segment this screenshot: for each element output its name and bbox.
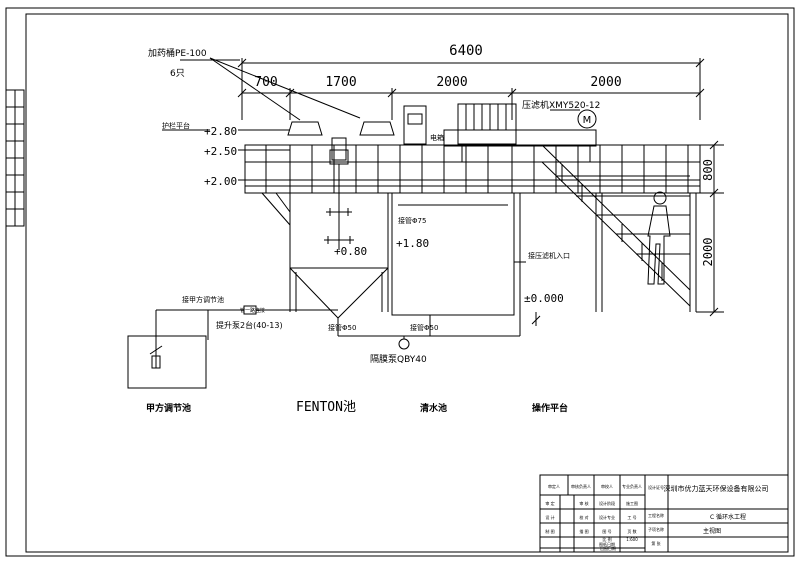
leader-lines	[162, 57, 580, 181]
label-electric-box: 电箱	[430, 133, 444, 142]
tb-sheet-no: 第 张	[651, 540, 660, 546]
section-tank-a: 甲方调节池	[146, 402, 191, 414]
piping	[155, 205, 541, 350]
filter-press	[443, 103, 597, 162]
label-diaphragm-pump: 隔膜泵QBY40	[370, 354, 427, 365]
tb-r4c2: 描 图	[579, 528, 588, 534]
regulating-tank	[127, 335, 207, 389]
tb-r2c2: 审 核	[579, 500, 588, 506]
tb-r4c1: 制 图	[545, 528, 554, 534]
electric-box	[403, 105, 427, 145]
elev-180: +1.80	[396, 237, 429, 250]
tb-side2: 子项名称	[648, 526, 664, 532]
label-motor: M	[583, 115, 592, 126]
section-fenton: FENTON池	[296, 400, 356, 415]
tb-r1c2: 审核负责人	[571, 483, 591, 489]
tb-date-label: 出图日期	[600, 545, 616, 551]
tb-r3c1: 设 计	[545, 514, 554, 520]
inner-frame	[25, 13, 789, 553]
elev-250: +2.50	[204, 145, 237, 158]
tb-project: C 循环水工程	[710, 513, 746, 521]
agitator	[324, 137, 354, 250]
tb-r4c4: 页 数	[627, 528, 636, 534]
label-pipe-75: 接管Φ75	[398, 216, 426, 225]
label-lift-pump-connect: 接甲方调节池	[182, 295, 224, 304]
tb-r1c1: 审定人	[548, 483, 560, 489]
dim-seg3: 2000	[436, 75, 467, 90]
outer-border	[5, 7, 795, 557]
label-dosing-tank: 加药桶PE-100	[148, 47, 207, 59]
tb-stage-label: 设计阶段	[599, 500, 615, 506]
tb-r1c3: 审校人	[601, 483, 613, 489]
clear-water-tank	[391, 192, 515, 316]
title-block-grid	[539, 474, 789, 553]
dim-height-upper: 800	[701, 159, 715, 181]
tb-side1: 工程名称	[648, 512, 664, 518]
dosing-tanks	[287, 121, 395, 136]
dim-seg1: 700	[254, 75, 277, 90]
label-dosing-count: 6只	[170, 69, 185, 79]
railing-platform	[244, 144, 701, 312]
label-railing-platform: 护栏平台	[162, 121, 190, 130]
dim-total: 6400	[449, 43, 483, 59]
tb-scale-label: 比 例	[602, 536, 611, 542]
dim-seg2: 1700	[325, 75, 356, 90]
tb-r2c4: 工 号	[627, 514, 636, 520]
tb-design-no: 设计证号	[648, 484, 664, 490]
dimension-lines	[237, 58, 724, 317]
tb-r3c3: 图 号	[602, 528, 611, 534]
label-pipe-50-a: 接管Φ50	[328, 323, 356, 332]
tb-company: 深圳市优力蓝天环保设备有限公司	[664, 484, 769, 493]
section-platform: 操作平台	[532, 402, 568, 414]
tb-r2c3: 设计专业	[599, 514, 615, 520]
elev-000: ±0.000	[524, 292, 564, 305]
tb-drawing: 主视图	[703, 527, 721, 535]
label-pipe-50-b: 接管Φ50	[410, 323, 438, 332]
tb-stage-value: 施工图	[626, 500, 638, 506]
label-lift-pump: 提升泵2台(40-13)	[216, 320, 283, 330]
tb-r2c1: 审 定	[545, 500, 554, 506]
label-filter-inlet: 接压滤机入口	[528, 251, 570, 260]
fenton-tank	[261, 192, 389, 319]
elev-080: +0.80	[334, 245, 367, 258]
tb-r4c3: 图纸日期	[599, 541, 615, 547]
elev-280: +2.80	[204, 125, 237, 138]
section-clear: 清水池	[420, 402, 447, 414]
label-filter-press: 压滤机XMY520-12	[522, 99, 600, 111]
tb-r1c4: 专业负责人	[622, 483, 642, 489]
label-small-note: 管一路连接	[240, 307, 265, 314]
staircase	[541, 144, 691, 307]
dim-height-lower: 2000	[701, 238, 715, 267]
dim-seg4: 2000	[590, 75, 621, 90]
elev-200: +2.00	[204, 175, 237, 188]
human-figure	[647, 191, 671, 285]
tb-scale-value: 1:600	[626, 537, 638, 542]
tb-r3c2: 校 对	[579, 514, 588, 520]
text-layer: 6400 700 1700 2000 2000 800 2000 加药桶PE-1…	[146, 43, 769, 551]
